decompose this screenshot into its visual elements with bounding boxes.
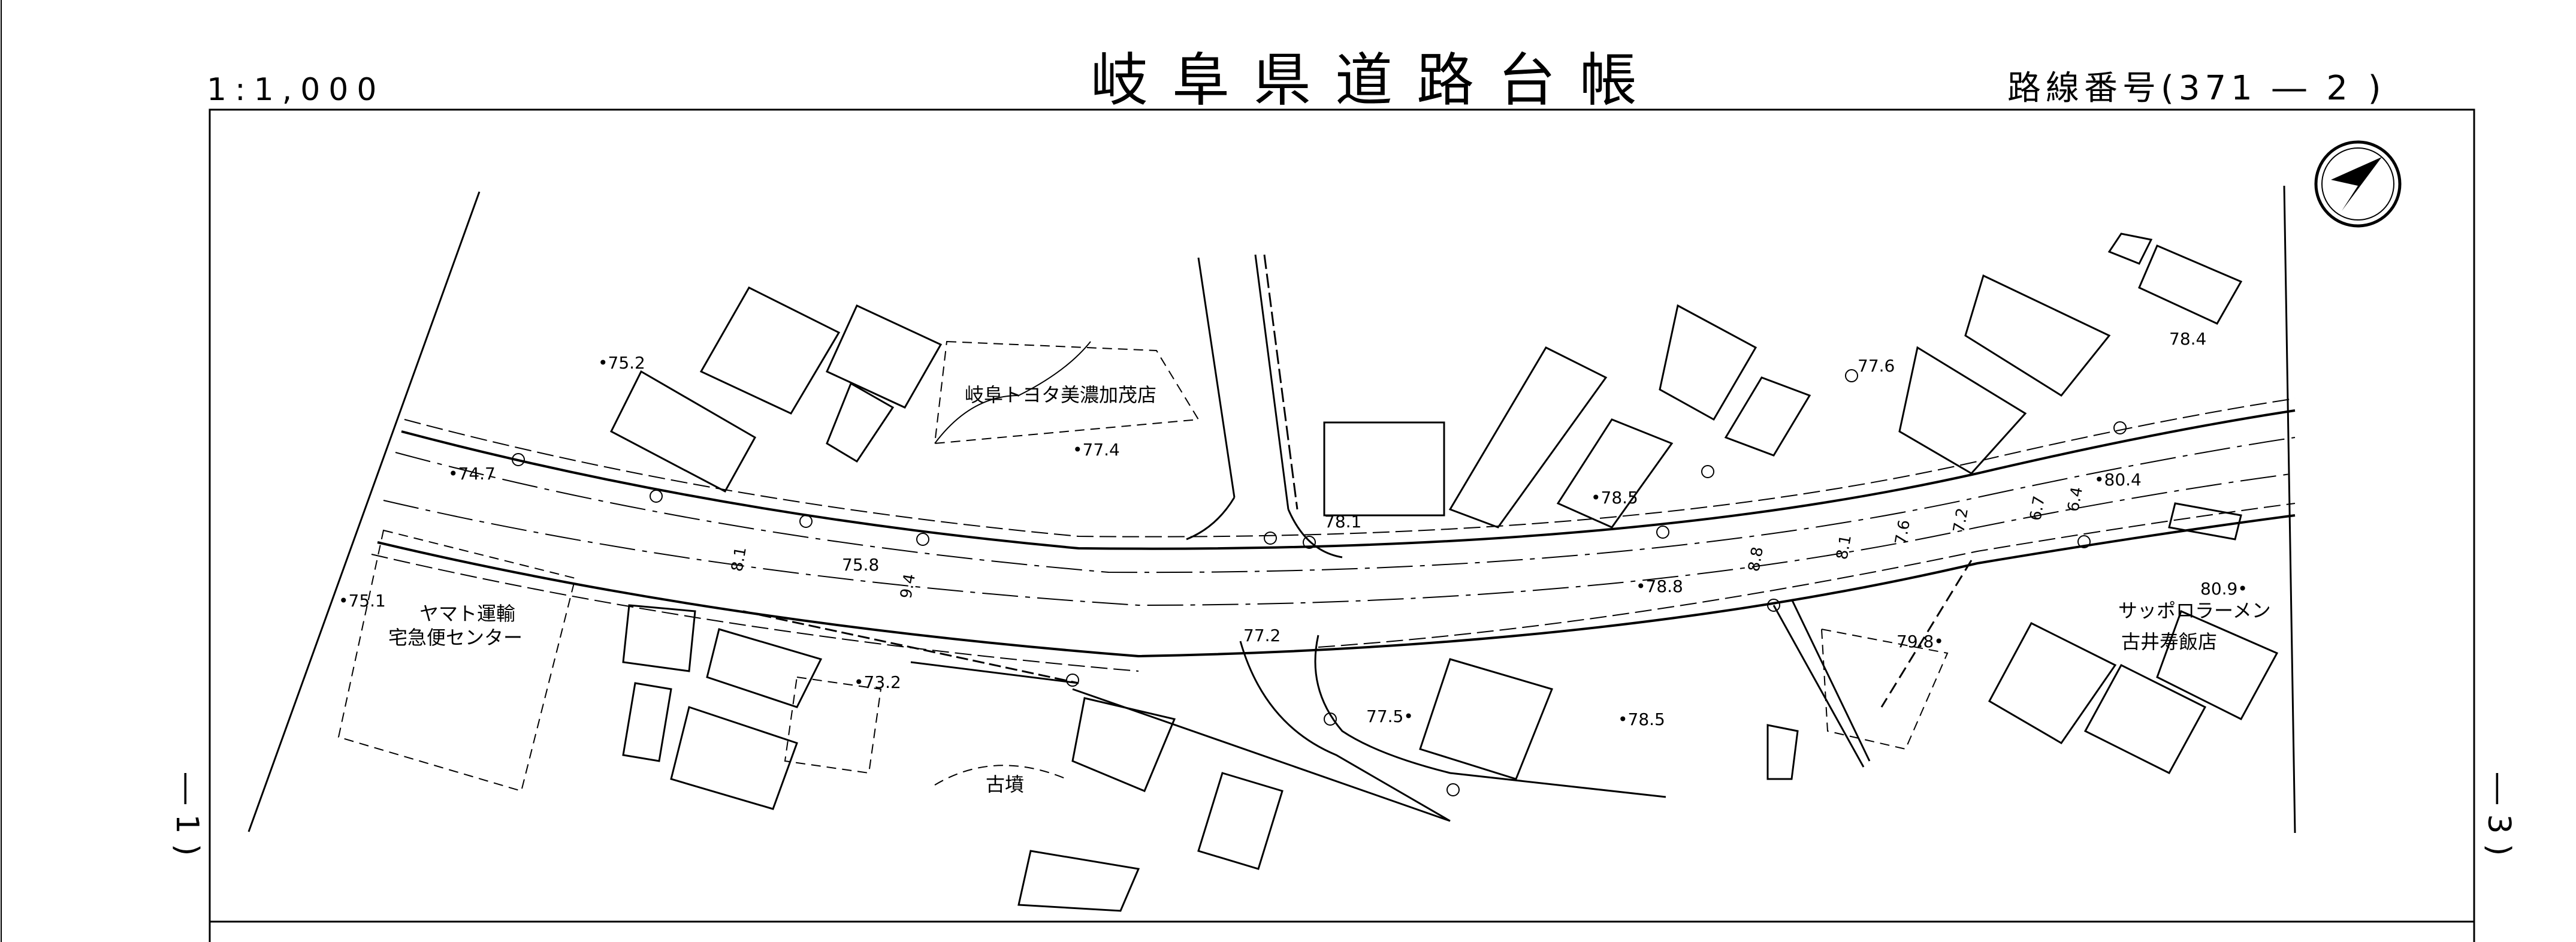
kofun-label: 古墳 — [986, 773, 1024, 796]
road-width-marks: 8.1 9.4 8.8 8.1 7.6 7.2 6.7 6.4 — [728, 485, 2086, 600]
width-94: 9.4 — [897, 572, 919, 600]
elevation-772: 77.2 — [1243, 626, 1281, 645]
width-81a: 8.1 — [728, 545, 750, 573]
elevation-774: •77.4 — [1073, 440, 1120, 460]
width-72: 7.2 — [1950, 506, 1972, 534]
utility-pole-symbols — [512, 369, 2127, 796]
right-sheet-reference: ― 3 ) — [2481, 773, 2517, 856]
elevation-804: •80.4 — [2094, 470, 2142, 490]
elevation-747: •74.7 — [448, 464, 496, 484]
width-67: 6.7 — [2027, 494, 2049, 522]
elevation-751: •75.1 — [339, 591, 386, 611]
route-number-label: 路線番号(371 ― 2 ) — [2007, 69, 2386, 108]
left-sheet-reference: ― 1 ) — [169, 773, 205, 856]
north-arrow-icon — [2314, 140, 2402, 228]
elevation-781: 78.1 — [1324, 512, 1361, 532]
width-64: 6.4 — [2064, 485, 2086, 513]
map-frame — [209, 108, 2475, 942]
elevation-758: 75.8 — [842, 555, 879, 575]
elevation-points: •75.2 •74.7 •75.1 •77.4 75.8 •73.2 77.2 … — [339, 329, 2248, 729]
elevation-775: 77.5• — [1366, 707, 1414, 726]
elevation-785b: •78.5 — [1618, 709, 1665, 729]
elevation-776: 77.6 — [1858, 356, 1895, 376]
yamato-label-1: ヤマト運輸 — [419, 602, 515, 625]
yamato-label-2: 宅急便センター — [388, 626, 523, 649]
ramen-label-2: 古井寿飯店 — [2121, 630, 2217, 653]
elevation-785a: •78.5 — [1591, 488, 1638, 508]
yamato-lot — [337, 529, 576, 792]
elevation-788: •78.8 — [1636, 576, 1683, 596]
ramen-label-1: サッポロラーメン — [2118, 599, 2271, 622]
elevation-732: •73.2 — [854, 672, 901, 692]
elevation-809: 80.9• — [2200, 579, 2248, 599]
elevation-798: 79.8• — [1896, 632, 1944, 651]
main-road — [371, 398, 2296, 672]
elevation-752: •75.2 — [598, 353, 645, 373]
width-81b: 8.1 — [1833, 533, 1855, 561]
dealer-label: 岐阜トヨタ美濃加茂店 — [965, 384, 1156, 406]
map-title: 岐阜県道路台帳 — [1091, 47, 1661, 114]
scale-label: 1:1,000 — [207, 72, 385, 108]
width-76: 7.6 — [1892, 518, 1914, 546]
width-88: 8.8 — [1745, 545, 1767, 573]
elevation-784: 78.4 — [2169, 329, 2206, 349]
buildings — [610, 233, 2279, 912]
